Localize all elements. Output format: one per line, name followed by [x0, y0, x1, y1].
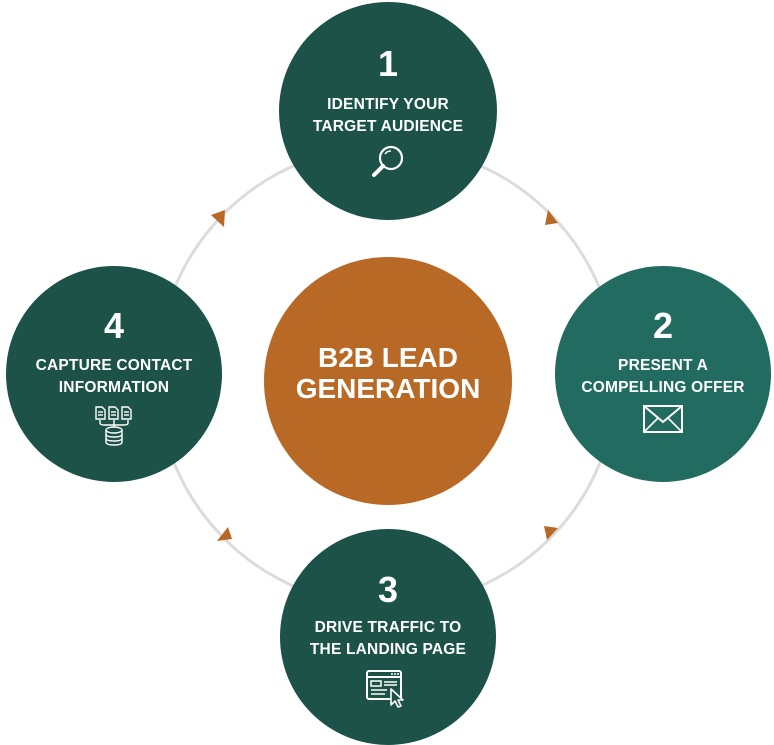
browser-cursor-icon: [366, 670, 404, 708]
center-topic-circle: B2B LEAD GENERATION: [264, 257, 512, 505]
arrow-1-to-2: [545, 210, 558, 225]
step-label: CAPTURE CONTACT INFORMATION: [35, 357, 193, 396]
arrow-3-to-4: [217, 527, 232, 541]
step-label: PRESENT A COMPELLING OFFER: [581, 357, 745, 396]
envelope-icon: [643, 405, 683, 433]
center-title: B2B LEAD GENERATION: [295, 342, 481, 404]
step-label: IDENTIFY YOUR TARGET AUDIENCE: [312, 96, 464, 135]
documents-database-icon: [95, 406, 132, 446]
step-number: 2: [652, 305, 674, 346]
step-number: 4: [103, 305, 125, 346]
magnifier-icon: [372, 145, 404, 177]
step-drive-traffic-landing-page: 3 DRIVE TRAFFIC TO THE LANDING PAGE: [280, 529, 496, 745]
step-present-compelling-offer: 2 PRESENT A COMPELLING OFFER: [555, 266, 771, 482]
step-number: 3: [377, 569, 399, 610]
step-number: 1: [377, 43, 399, 84]
arrow-4-to-1: [211, 210, 225, 227]
step-label: DRIVE TRAFFIC TO THE LANDING PAGE: [309, 619, 467, 658]
arrow-2-to-3: [544, 526, 558, 540]
step-identify-target-audience: 1 IDENTIFY YOUR TARGET AUDIENCE: [279, 2, 497, 220]
step-capture-contact-information: 4 CAPTURE CONTACT INFORMATION: [6, 266, 222, 482]
